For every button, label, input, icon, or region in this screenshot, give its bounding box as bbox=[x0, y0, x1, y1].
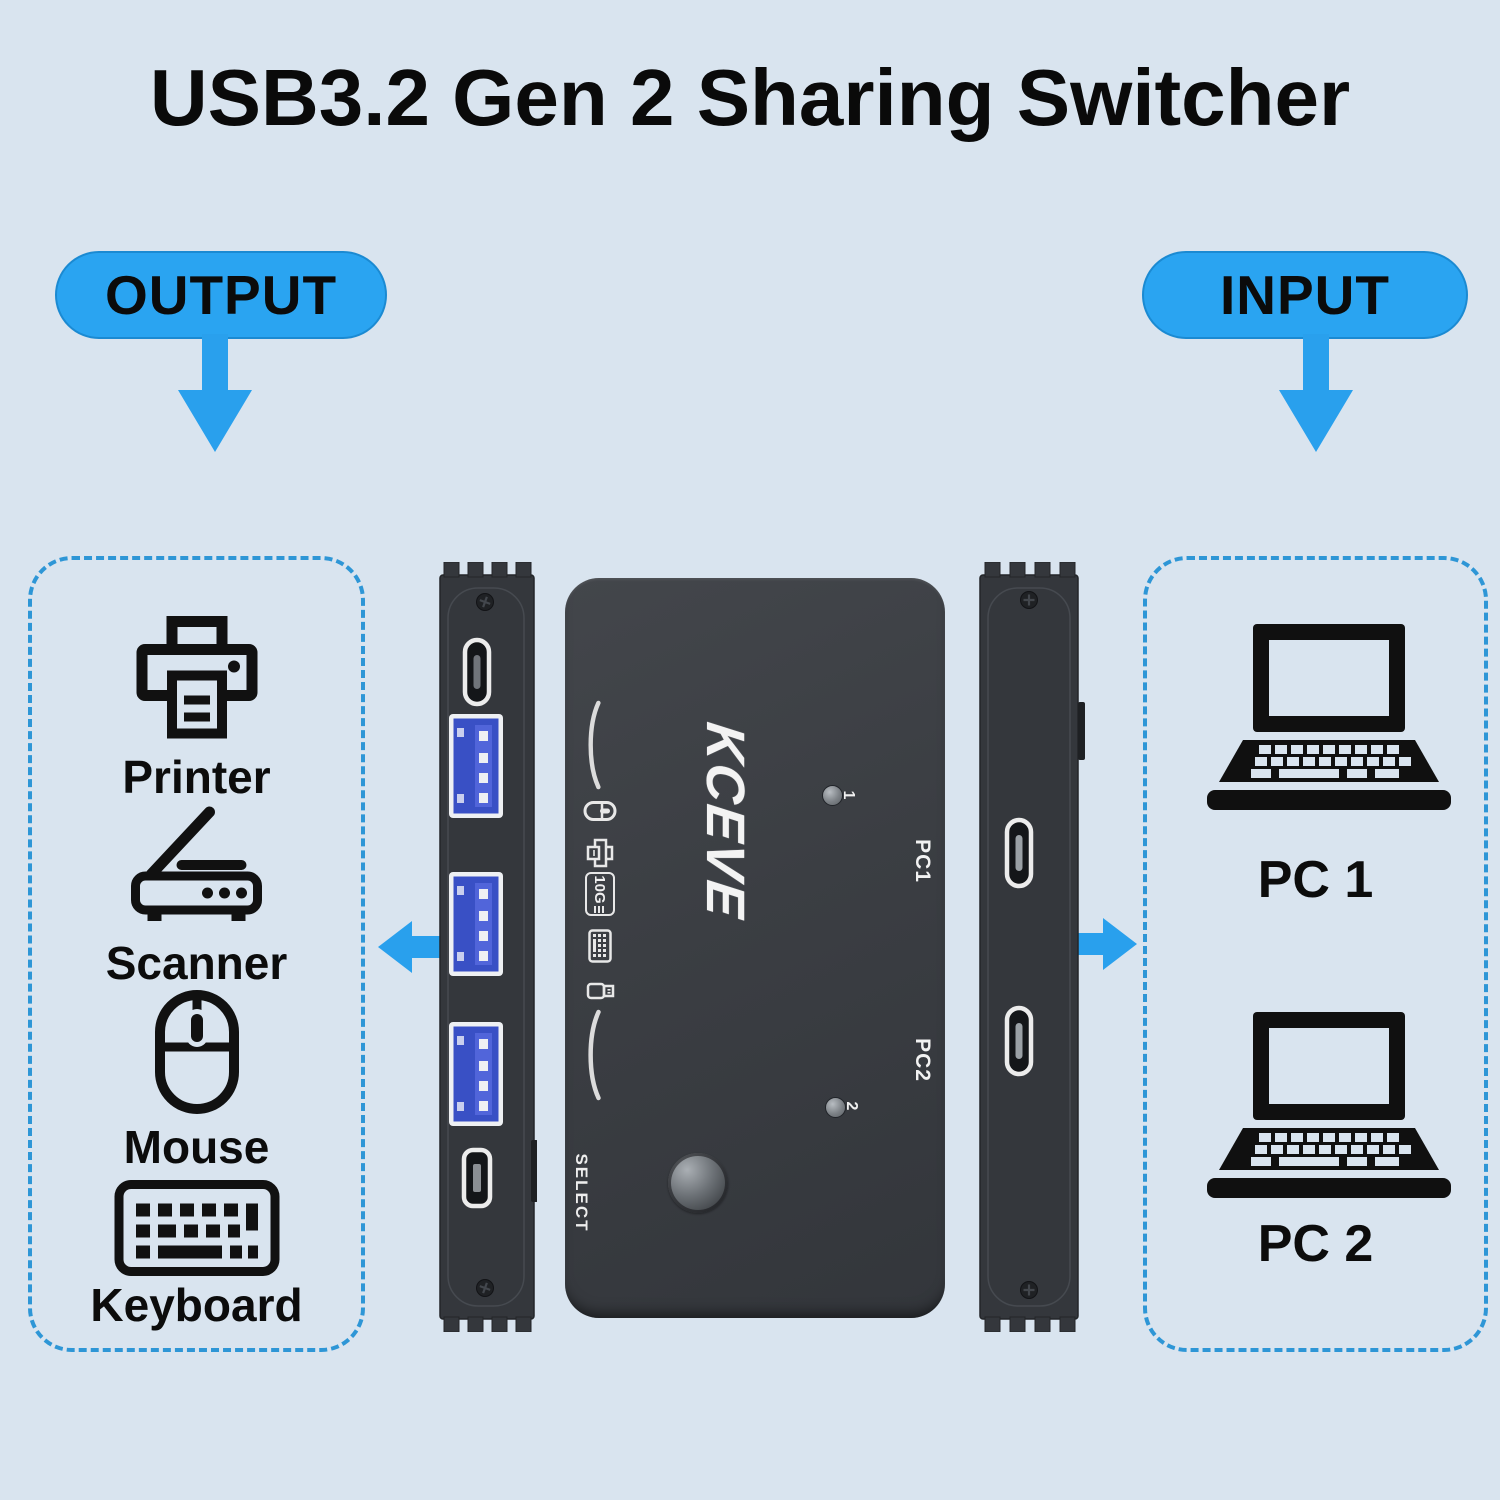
printer-icon bbox=[586, 838, 614, 868]
pc2-label: PC 2 bbox=[1257, 1215, 1374, 1273]
usb-a-port-icon bbox=[449, 714, 503, 818]
10g-speed-badge: 10G bbox=[585, 872, 615, 916]
keyboard-icon bbox=[588, 929, 612, 963]
arrow-down-icon bbox=[178, 334, 252, 452]
arrow-left-icon bbox=[378, 921, 446, 973]
input-computers-box: PC 1 PC 2 bbox=[1143, 556, 1488, 1352]
arrow-down-icon bbox=[1279, 334, 1353, 452]
keyboard-icon bbox=[114, 1180, 279, 1276]
arrow-right-icon bbox=[1063, 918, 1137, 970]
device-input-side-panel bbox=[979, 562, 1085, 1332]
port-label-pc2: PC2 bbox=[911, 1038, 934, 1082]
port-label-pc1: PC1 bbox=[911, 839, 934, 883]
output-label: OUTPUT bbox=[104, 264, 338, 326]
device-output-side-panel bbox=[439, 562, 537, 1332]
kceve-logo: KCEVE bbox=[695, 719, 755, 923]
device-top-view: KCEVE 10G bbox=[565, 578, 945, 1318]
side-button-nub bbox=[1078, 702, 1085, 760]
keyboard-label: Keyboard bbox=[90, 1279, 303, 1331]
printer-label: Printer bbox=[122, 751, 271, 803]
laptop-icon bbox=[1207, 1012, 1451, 1198]
grid-glyph bbox=[594, 905, 606, 913]
screw-icon bbox=[475, 592, 495, 612]
led-2 bbox=[825, 1097, 846, 1118]
output-pill: OUTPUT bbox=[55, 251, 387, 339]
port-group-bracket-icon bbox=[588, 1009, 601, 1101]
output-devices-box: Printer Scanner Mouse Keyboard bbox=[28, 556, 365, 1352]
mouse-icon bbox=[583, 801, 617, 821]
port-group-bracket-icon bbox=[588, 700, 601, 790]
screw-icon bbox=[475, 1278, 495, 1298]
usb-a-port-icon bbox=[449, 872, 503, 976]
mouse-icon bbox=[154, 990, 239, 1114]
mouse-label: Mouse bbox=[123, 1121, 270, 1173]
side-button-nub bbox=[531, 1140, 537, 1202]
scanner-label: Scanner bbox=[105, 937, 288, 989]
page-title: USB3.2 Gen 2 Sharing Switcher bbox=[149, 53, 1351, 142]
input-pill: INPUT bbox=[1142, 251, 1468, 339]
screw-icon bbox=[1020, 1281, 1038, 1299]
printer-icon bbox=[136, 616, 257, 739]
led-1 bbox=[822, 785, 843, 806]
scanner-icon bbox=[130, 806, 262, 921]
flash-drive-icon bbox=[586, 982, 615, 1000]
comb-notches bbox=[984, 562, 1076, 1332]
led-2-label: 2 bbox=[843, 1101, 860, 1111]
led-1-label: 1 bbox=[840, 790, 857, 800]
select-button bbox=[668, 1153, 728, 1213]
screw-icon bbox=[1020, 591, 1038, 609]
pc1-label: PC 1 bbox=[1257, 851, 1374, 909]
input-label: INPUT bbox=[1220, 264, 1390, 326]
comb-notches bbox=[443, 562, 532, 1332]
usb-a-port-icon bbox=[449, 1022, 503, 1126]
select-label: SELECT bbox=[572, 1153, 591, 1233]
laptop-icon bbox=[1207, 624, 1451, 810]
